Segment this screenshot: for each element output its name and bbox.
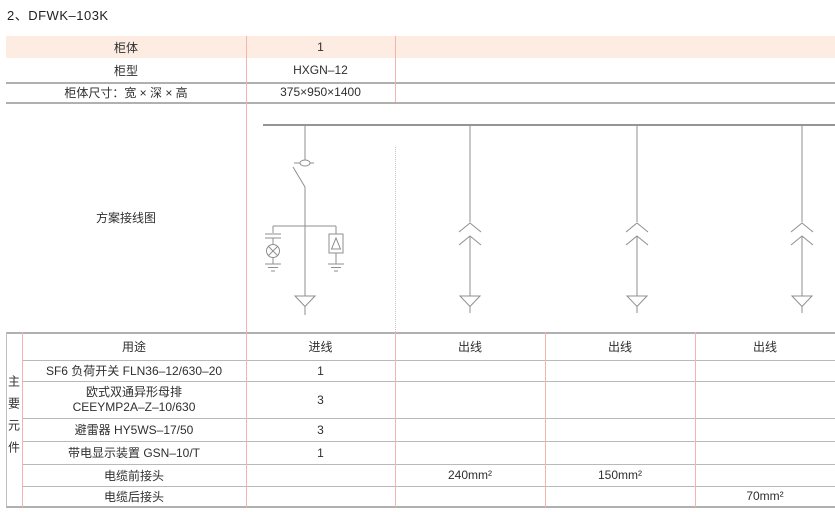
grid-line-h (6, 332, 835, 334)
cable-rear-out-3: 70mm² (746, 489, 784, 503)
wiring-diagram-label: 方案接线图 (95, 210, 156, 225)
cable-arrow-icon (458, 295, 482, 308)
component-label-line1: 欧式双通异形母排 (85, 384, 182, 399)
grid-line-h (22, 441, 835, 442)
component-label: 避雷器 HY5WS–17/50 (74, 423, 194, 437)
components-group-label: 主要元件 (6, 375, 21, 463)
cable-rear-label: 电缆后接头 (103, 489, 164, 504)
ground-icon (265, 263, 281, 272)
grid-line-v (246, 36, 247, 507)
cable-front-label: 电缆前接头 (103, 468, 164, 483)
grid-line-h (22, 360, 835, 361)
cable-arrow-icon (625, 295, 649, 308)
voltage-indicator-icon (265, 226, 281, 272)
component-qty: 3 (317, 392, 324, 407)
arrester-icon (328, 226, 344, 272)
outgoing-feeder-2 (625, 126, 649, 313)
column-header-out-3: 出线 (752, 339, 777, 354)
grid-line-v (6, 332, 7, 507)
outgoing-feeder-1 (458, 126, 482, 313)
diagram-section-divider (395, 147, 396, 332)
grid-line-h (22, 464, 835, 465)
grid-line-v (395, 332, 396, 507)
header-row-band (6, 36, 835, 58)
component-qty: 1 (317, 445, 324, 460)
grid-line-h (6, 506, 835, 508)
cabinet-size-label: 柜体尺寸：宽 × 深 × 高 (64, 85, 188, 100)
ground-icon (328, 263, 344, 272)
grid-line-h (22, 418, 835, 419)
cabinet-row-value: 1 (317, 40, 324, 54)
cable-arrow-icon (293, 295, 317, 308)
incoming-feeder (265, 126, 344, 315)
cable-front-out-2: 150mm² (597, 468, 642, 482)
usage-header: 用途 (121, 339, 146, 354)
cabinet-type-label: 柜型 (113, 63, 138, 78)
component-qty: 1 (317, 363, 324, 378)
component-label: 欧式双通异形母排 CEEYMP2A–Z–10/630 (22, 381, 246, 418)
page-title: 2、DFWK–103K (7, 8, 109, 23)
wiring-diagram (263, 124, 835, 315)
component-qty: 3 (317, 422, 324, 437)
cabinet-type-value: HXGN–12 (293, 63, 348, 77)
column-header-out-1: 出线 (457, 339, 482, 354)
grid-line-v (545, 332, 546, 507)
cabinet-size-value: 375×950×1400 (280, 85, 361, 99)
grid-line-v (395, 36, 396, 102)
column-header-in: 进线 (308, 339, 333, 354)
outgoing-feeder-3 (790, 126, 814, 313)
grid-line-h (22, 486, 835, 487)
grid-line-h (6, 82, 835, 84)
cabinet-row-label: 柜体 (113, 40, 138, 55)
grid-line-h (22, 381, 835, 382)
grid-line-h (6, 102, 835, 104)
column-header-out-2: 出线 (607, 339, 632, 354)
load-switch-icon (299, 159, 311, 167)
grid-line-v (22, 332, 23, 507)
cable-front-out-1: 240mm² (447, 468, 492, 482)
component-label-line2: CEEYMP2A–Z–10/630 (72, 399, 196, 414)
component-label: SF6 负荷开关 FLN36–12/630–20 (45, 364, 223, 378)
component-label: 带电显示装置 GSN–10/T (67, 446, 201, 460)
cable-arrow-icon (790, 295, 814, 308)
grid-line-v (695, 332, 696, 507)
